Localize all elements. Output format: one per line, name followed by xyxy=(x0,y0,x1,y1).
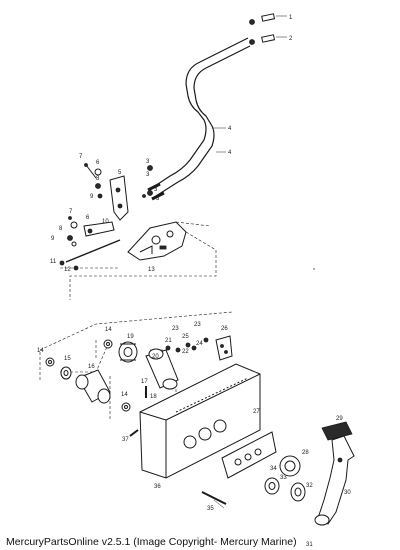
washer-15 xyxy=(60,366,72,380)
stray-mark: * xyxy=(313,268,315,274)
link-rod xyxy=(59,239,121,271)
callout-14: 14 xyxy=(105,327,112,333)
callout-26: 26 xyxy=(221,326,228,332)
callout-4: 4 xyxy=(228,150,232,156)
callout-1: 1 xyxy=(289,15,293,21)
cable-end-fitting-upper xyxy=(249,13,287,25)
control-handle-30 xyxy=(314,435,355,526)
callout-7: 7 xyxy=(79,154,83,160)
callout-9: 9 xyxy=(51,236,55,242)
callout-23: 23 xyxy=(172,326,179,332)
callout-25: 25 xyxy=(182,334,189,340)
callout-4: 4 xyxy=(228,126,232,132)
callout-34: 34 xyxy=(270,466,277,472)
callout-29: 29 xyxy=(336,416,343,422)
ring-32-33 xyxy=(264,477,306,502)
cable-end-fitting-lower xyxy=(249,34,287,45)
pin-35 xyxy=(201,491,227,509)
cable-nuts xyxy=(142,165,153,198)
gear-19 xyxy=(118,341,138,363)
callout-9: 9 xyxy=(90,194,94,200)
callout-37: 37 xyxy=(122,437,129,443)
callout-20: 20 xyxy=(152,354,159,360)
throttle-bracket xyxy=(109,175,129,221)
callout-14: 14 xyxy=(121,392,128,398)
callout-17: 17 xyxy=(141,379,148,385)
callout-15: 15 xyxy=(64,356,71,362)
handle-grip-29 xyxy=(321,421,353,441)
callout-2: 2 xyxy=(289,36,293,42)
control-mounting-plate xyxy=(127,221,187,261)
callout-8: 8 xyxy=(96,176,100,182)
callout-3: 3 xyxy=(154,187,158,193)
shaft-16 xyxy=(75,369,111,404)
callout-7: 7 xyxy=(69,209,73,215)
lever-hardware xyxy=(67,216,78,247)
callout-16: 16 xyxy=(88,364,95,370)
assembly-line-upper xyxy=(60,221,217,300)
callout-21: 21 xyxy=(165,338,172,344)
callout-8: 8 xyxy=(59,226,63,232)
callout-3: 3 xyxy=(156,196,160,202)
shift-lever-arm xyxy=(83,221,115,237)
callout-36: 36 xyxy=(154,484,161,490)
callout-31: 31 xyxy=(306,542,313,548)
callout-5: 5 xyxy=(118,170,122,176)
callout-22: 22 xyxy=(182,349,189,355)
small-pins xyxy=(129,337,209,437)
bracket-26 xyxy=(215,335,233,361)
callout-27: 27 xyxy=(253,409,260,415)
callout-12: 12 xyxy=(64,267,71,273)
callout-28: 28 xyxy=(302,450,309,456)
callout-labels: 1 2 3 3 3 3 4 4 5 6 6 7 7 8 8 9 9 10 11 … xyxy=(37,15,351,548)
callout-35: 35 xyxy=(207,506,214,512)
callout-33: 33 xyxy=(280,475,287,481)
callout-30: 30 xyxy=(344,490,351,496)
name-plate-27 xyxy=(221,431,277,479)
control-box-housing xyxy=(139,363,261,479)
control-cable-pair xyxy=(147,37,251,201)
callout-24: 24 xyxy=(196,341,203,347)
callout-3: 3 xyxy=(146,172,150,178)
bracket-hardware xyxy=(84,163,103,199)
callout-6: 6 xyxy=(86,215,90,221)
callout-32: 32 xyxy=(306,483,313,489)
callout-19: 19 xyxy=(127,334,134,340)
knob-28 xyxy=(279,455,301,477)
callout-18: 18 xyxy=(150,394,157,400)
callout-10: 10 xyxy=(102,219,109,225)
callout-3: 3 xyxy=(146,159,150,165)
callout-14: 14 xyxy=(37,348,44,354)
callout-11: 11 xyxy=(50,259,57,265)
callout-23: 23 xyxy=(194,322,201,328)
detent-spring-parts xyxy=(45,339,131,412)
callout-6: 6 xyxy=(96,160,100,166)
copyright-footer: MercuryPartsOnline v2.5.1 (Image Copyrig… xyxy=(6,536,297,548)
shaft-20 xyxy=(145,348,179,390)
callout-13: 13 xyxy=(148,267,155,273)
